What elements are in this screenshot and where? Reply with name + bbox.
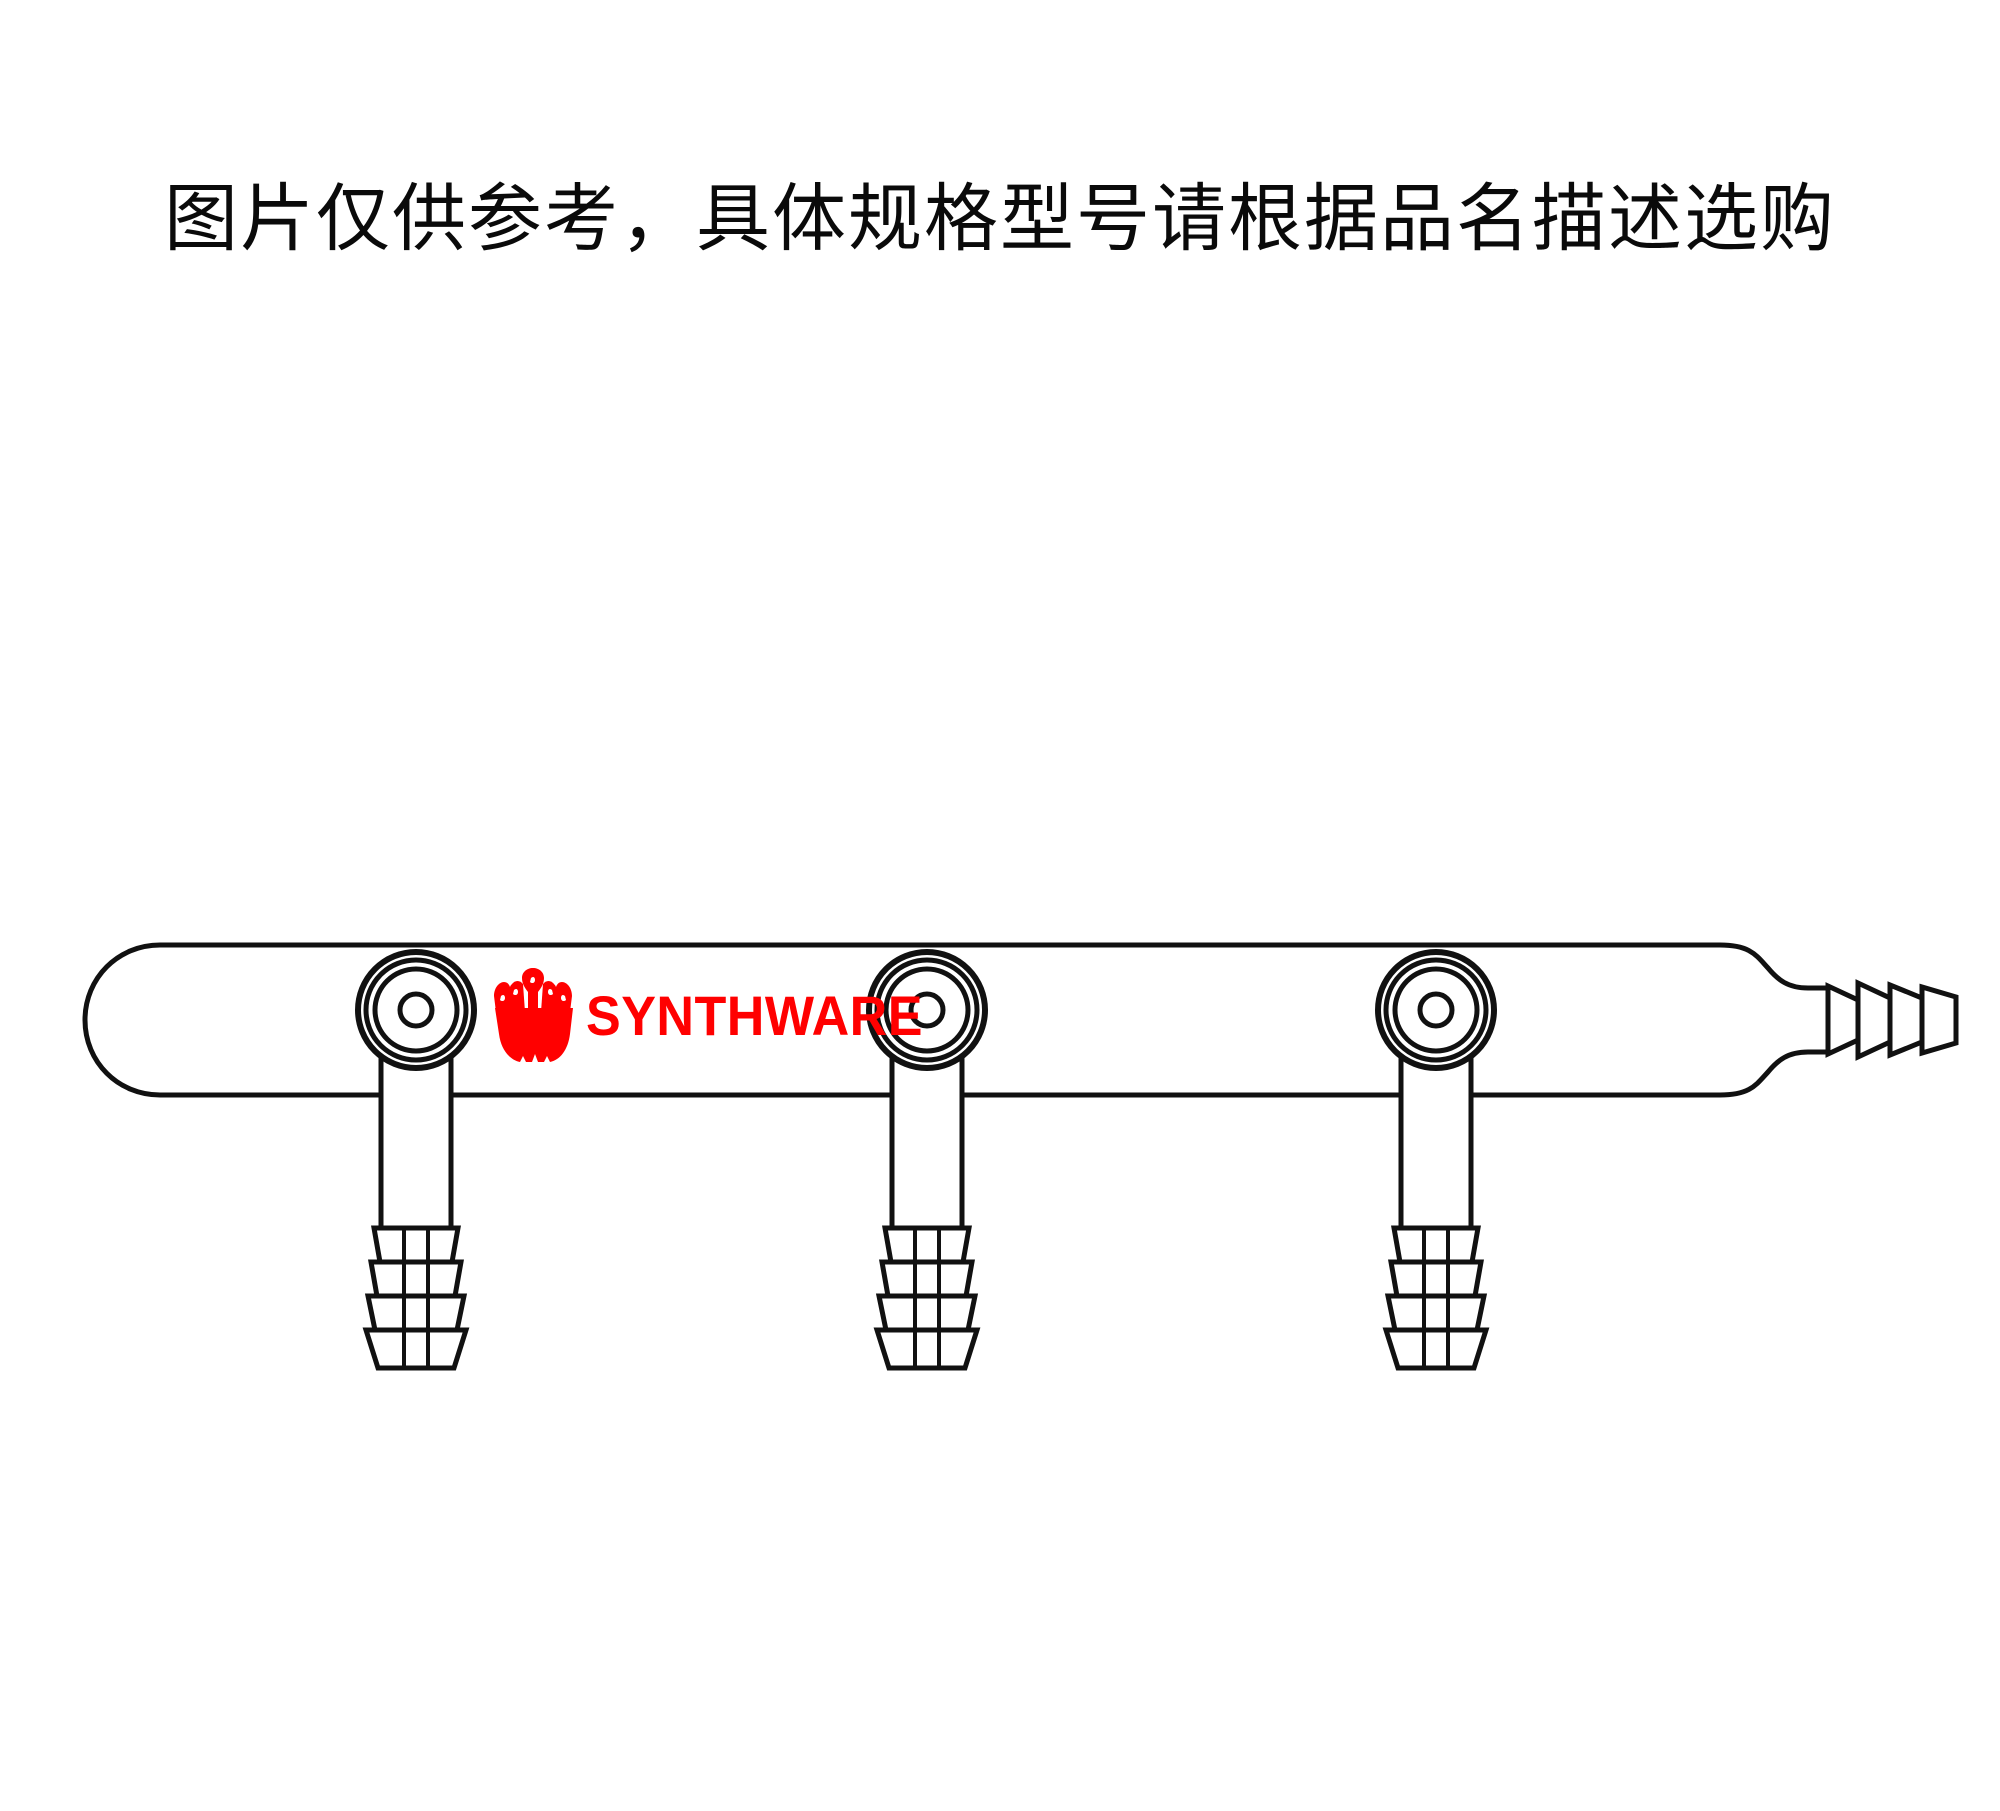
right-hose-barb-segment-1 [1825,982,1861,1058]
stopcock-1-barb-segment-1 [371,1225,461,1265]
right-hose-barb-segment-3 [1887,981,1925,1059]
stopcock-2[interactable] [866,949,988,1371]
stopcock-1-core-bore [397,991,435,1029]
stopcock-1-mid-ring [363,957,469,1063]
stopcock-2-barb-segment-1 [882,1225,972,1265]
synthware-wordmark: SYNTHWARE [586,984,923,1047]
stopcock-2-barb-segment-3 [875,1293,979,1333]
stopcock-2-barb-segment-2 [879,1259,975,1299]
stopcock-1-barb-segment-3 [364,1293,468,1333]
stopcock-2-core-bore [908,991,946,1029]
stopcock-1-barb-segment-4 [362,1327,470,1371]
stopcock-3-barb-segment-4 [1382,1327,1490,1371]
right-hose-barb-segment-4 [1919,983,1959,1057]
stopcock-1-inner-ring [372,966,460,1054]
stopcock-3[interactable] [1375,949,1497,1371]
stopcock-3-barb-segment-1 [1391,1225,1481,1265]
stopcock-1-barb-segment-2 [368,1259,464,1299]
stopcock-3-core-bore [1417,991,1455,1029]
stopcock-2-mid-ring [874,957,980,1063]
reference-image-disclaimer: 图片仅供参考，具体规格型号请根据品名描述选购 [164,176,1836,262]
stopcock-3-barb-segment-3 [1384,1293,1488,1333]
stopcock-3-inner-ring [1392,966,1480,1054]
tulip-flask-logo-icon [494,968,573,1062]
stopcock-2-inner-ring [883,966,971,1054]
stopcock-1[interactable] [355,949,477,1371]
stopcock-3-barb-segment-2 [1388,1259,1484,1299]
stopcock-2-barb-segment-4 [873,1327,981,1371]
synthware-brand: SYNTHWARE [492,968,948,1064]
stopcock-3-mid-ring [1383,957,1489,1063]
right-hose-barb-segment-2 [1855,979,1893,1061]
